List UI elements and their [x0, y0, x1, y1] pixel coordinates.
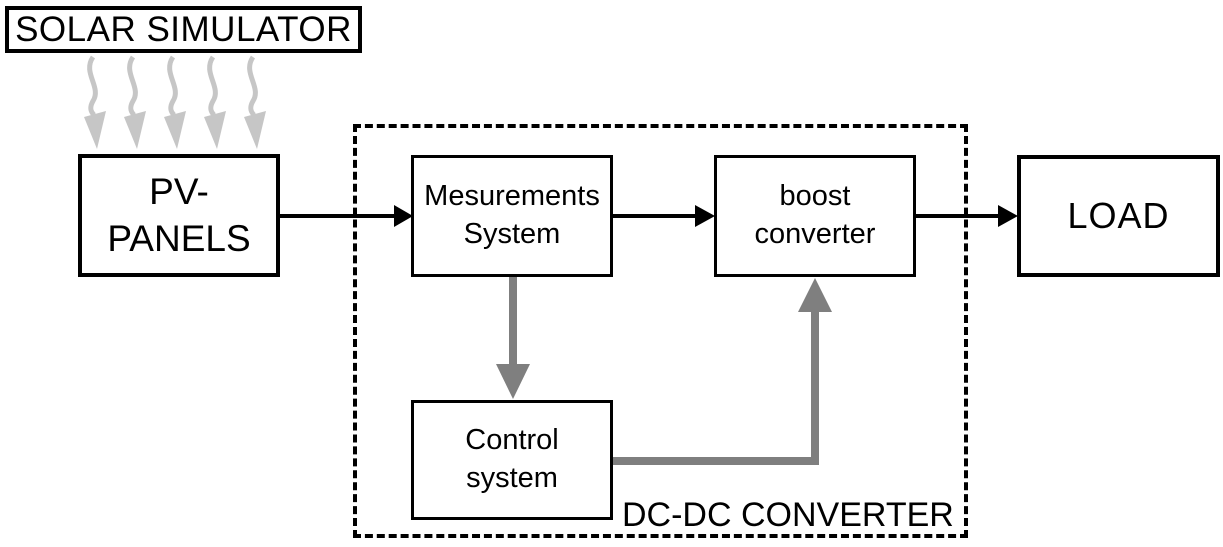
- measurements-system-label: Mesurements System: [424, 178, 600, 253]
- boost-converter-label-line2: converter: [754, 218, 876, 250]
- arrow-control-to-boost: [611, 278, 832, 465]
- sun-ray-arrow-4: [204, 57, 226, 149]
- measurements-system-label-line1: Mesurements: [424, 180, 600, 213]
- arrow-measurements-to-control: [496, 277, 530, 399]
- solar-simulator-label: SOLAR SIMULATOR: [15, 9, 352, 49]
- arrow-boost-to-load: [916, 205, 1018, 227]
- sun-ray-arrow-5: [244, 57, 266, 149]
- block-pv-panels: PV- PANELS: [78, 154, 280, 277]
- boost-converter-label: boost converter: [755, 178, 876, 253]
- pv-panels-label-line1: PV-: [149, 171, 209, 213]
- measurements-system-label-line2: System: [463, 218, 561, 250]
- block-solar-simulator: SOLAR SIMULATOR: [5, 6, 362, 53]
- dcdc-converter-group-box: [353, 124, 968, 538]
- boost-converter-label-line1: boost: [779, 180, 851, 213]
- arrow-measurements-to-boost: [613, 205, 715, 227]
- control-system-label-line1: Control: [465, 424, 559, 457]
- sun-ray-arrow-1: [84, 57, 106, 149]
- block-control-system: Control system: [411, 400, 613, 520]
- pv-panels-label: PV- PANELS: [107, 169, 250, 262]
- sun-ray-arrow-2: [124, 57, 146, 149]
- control-system-label: Control system: [465, 422, 559, 497]
- control-system-label-line2: system: [466, 462, 558, 494]
- load-label: LOAD: [1067, 195, 1170, 236]
- dcdc-converter-group-label: DC-DC CONVERTER: [622, 496, 954, 534]
- sun-ray-arrow-3: [164, 57, 186, 149]
- block-boost-converter: boost converter: [714, 155, 916, 277]
- pv-panels-label-line2: PANELS: [107, 217, 251, 259]
- block-measurements-system: Mesurements System: [411, 155, 613, 277]
- block-load: LOAD: [1017, 155, 1220, 277]
- arrow-pv-to-measurements: [280, 205, 413, 227]
